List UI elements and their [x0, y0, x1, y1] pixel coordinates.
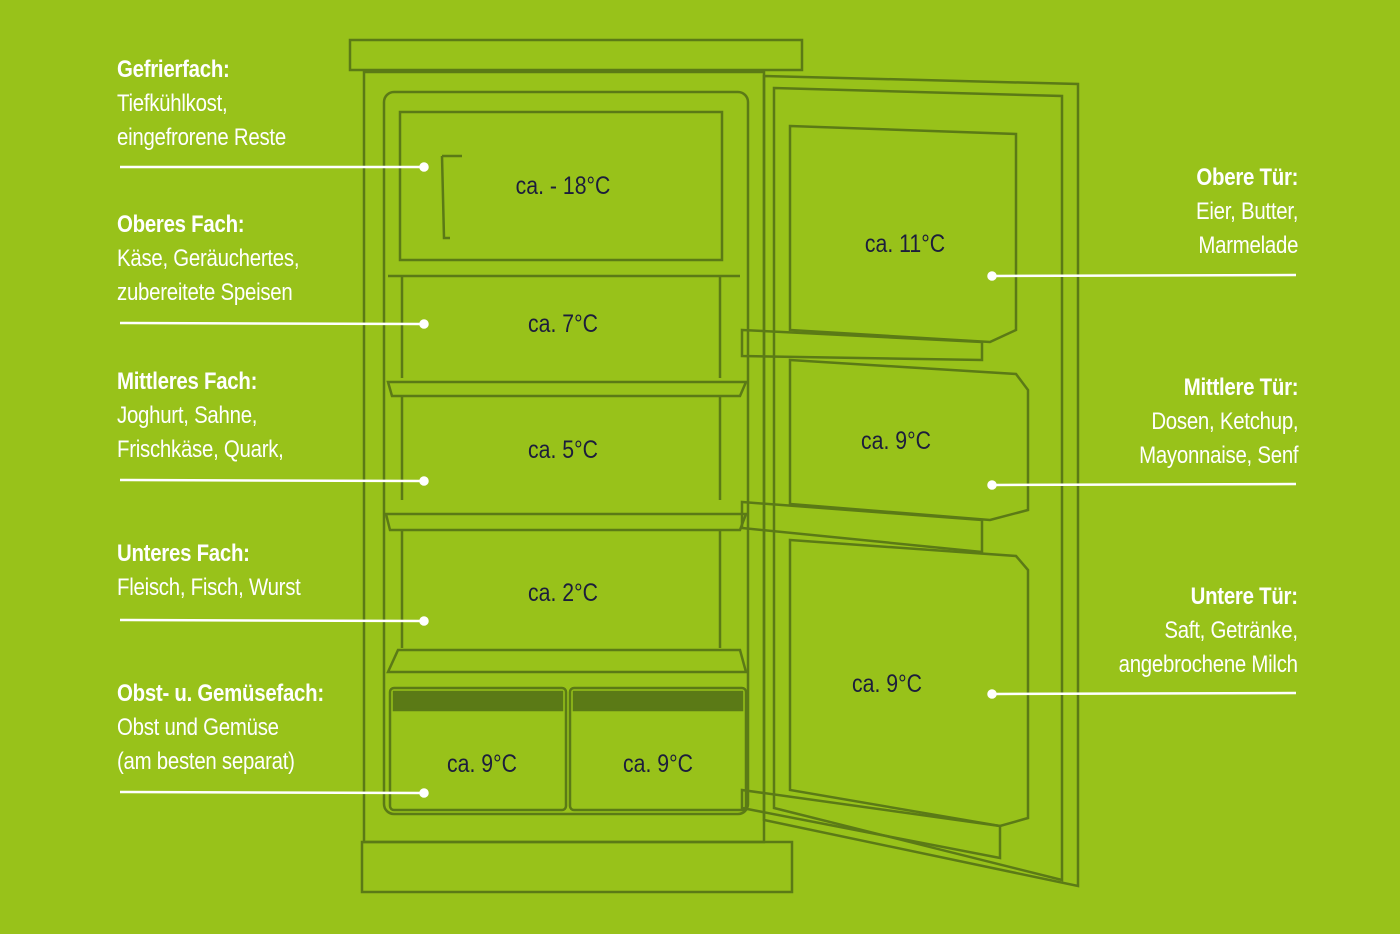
label-line: Obst und Gemüse: [117, 714, 279, 741]
label-line: eingefrorene Reste: [117, 124, 286, 151]
temp-lower-shelf: ca. 2°C: [528, 579, 598, 607]
temp-crisper-right: ca. 9°C: [623, 750, 693, 778]
label-line: zubereitete Speisen: [117, 279, 293, 306]
temp-door-middle: ca. 9°C: [861, 427, 931, 455]
label-line: Eier, Butter,: [1195, 198, 1298, 225]
temp-door-lower: ca. 9°C: [852, 670, 922, 698]
label-title: Mittlere Tür:: [1183, 374, 1298, 401]
label-lower-shelf: Unteres Fach: Fleisch, Fisch, Wurst: [117, 537, 301, 605]
fridge-door: [740, 74, 1080, 888]
label-line: Saft, Getränke,: [1164, 617, 1299, 644]
label-middle-shelf: Mittleres Fach: Joghurt, Sahne, Frischkäse…: [117, 365, 284, 467]
fridge-body: [348, 38, 804, 894]
temp-door-upper: ca. 11°C: [864, 230, 946, 258]
label-line: Tiefkühlkost,: [117, 90, 228, 117]
temp-upper-shelf: ca. 7°C: [528, 310, 598, 338]
label-title: Gefrierfach:: [117, 56, 230, 83]
label-line: Marmelade: [1198, 232, 1298, 259]
label-line: Dosen, Ketchup,: [1150, 408, 1298, 435]
label-title: Unteres Fach:: [117, 540, 250, 567]
label-freezer: Gefrierfach: Tiefkühlkost, eingefrorene Re…: [117, 53, 286, 155]
label-line: Käse, Geräuchertes,: [117, 245, 300, 272]
label-title: Obere Tür:: [1196, 164, 1298, 191]
label-line: Mayonnaise, Senf: [1138, 442, 1298, 469]
label-line: Frischkäse, Quark,: [117, 436, 284, 463]
temp-crisper-left: ca. 9°C: [447, 750, 517, 778]
label-door-lower: Untere Tür: Saft, Getränke, angebrochene M…: [1119, 580, 1298, 682]
label-title: Mittleres Fach:: [117, 368, 258, 395]
label-line: angebrochene Milch: [1118, 651, 1298, 678]
label-title: Obst- u. Gemüsefach:: [117, 680, 324, 707]
label-title: Oberes Fach:: [117, 211, 245, 238]
label-door-middle: Mittlere Tür: Dosen, Ketchup, Mayonnaise, …: [1139, 371, 1298, 473]
label-title: Untere Tür:: [1190, 583, 1298, 610]
label-upper-shelf: Oberes Fach: Käse, Geräuchertes, zubereite…: [117, 208, 300, 310]
label-line: Fleisch, Fisch, Wurst: [117, 574, 301, 601]
label-line: Joghurt, Sahne,: [117, 402, 258, 429]
label-line: (am besten separat): [117, 748, 295, 775]
leader-lines: [119, 162, 1297, 798]
temp-middle-shelf: ca. 5°C: [528, 436, 598, 464]
temp-freezer: ca. - 18°C: [515, 172, 611, 200]
label-crisper: Obst- u. Gemüsefach: Obst und Gemüse (am b…: [117, 677, 324, 779]
label-door-upper: Obere Tür: Eier, Butter, Marmelade: [1196, 161, 1298, 263]
